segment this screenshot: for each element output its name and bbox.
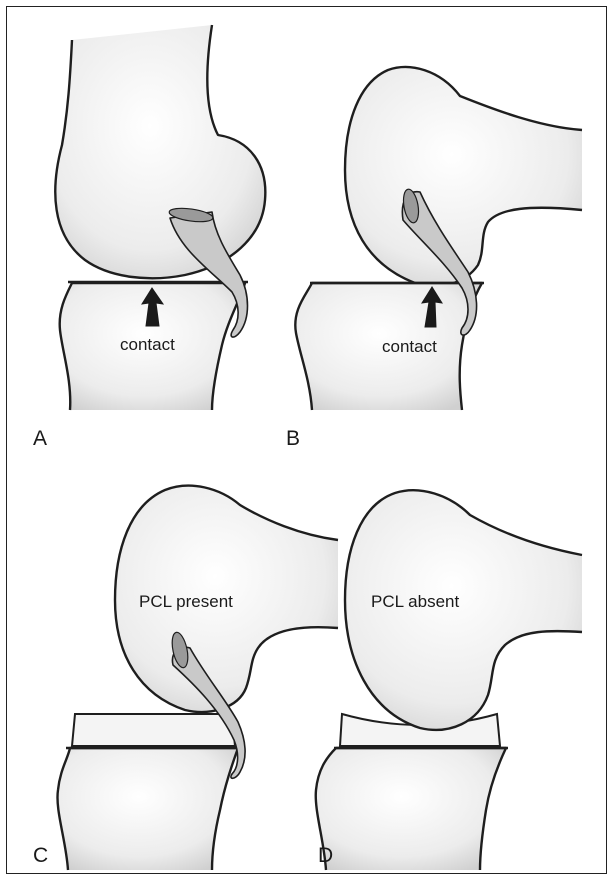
tibial-insert-c	[72, 714, 235, 746]
panel-label-b: B	[286, 427, 300, 450]
panel-label-a: A	[33, 427, 47, 450]
tibia-c	[57, 748, 238, 870]
panel-d	[316, 490, 582, 870]
panel-label-c: C	[33, 844, 48, 867]
tibia-d	[316, 748, 506, 870]
pcl-absent-label: PCL absent	[371, 592, 459, 611]
panel-label-d: D	[318, 844, 333, 867]
femur-b	[345, 67, 582, 286]
pcl-present-label: PCL present	[139, 592, 233, 611]
contact-label-b: contact	[382, 337, 437, 356]
panel-b	[295, 67, 582, 410]
femur-a	[55, 25, 265, 278]
panel-c	[57, 486, 338, 870]
contact-label-a: contact	[120, 335, 175, 354]
